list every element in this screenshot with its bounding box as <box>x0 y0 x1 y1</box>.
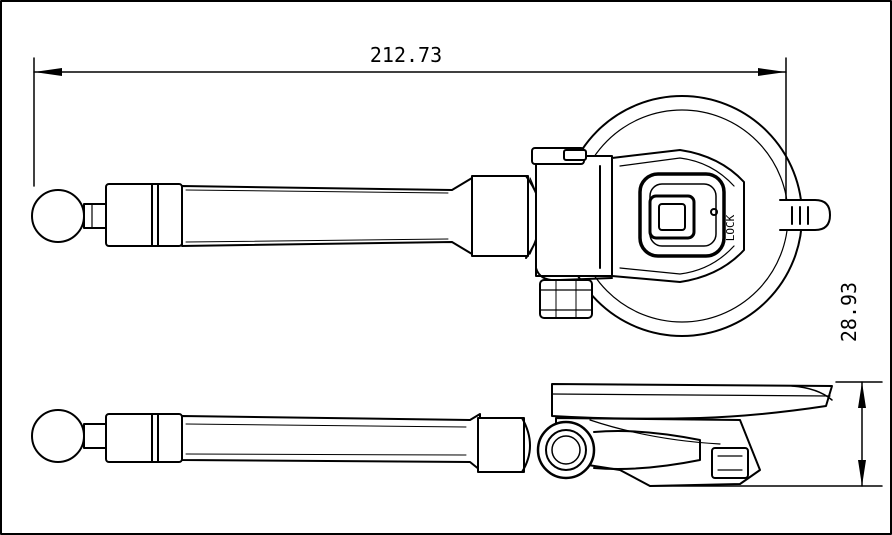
side-extension-arm <box>181 413 481 471</box>
lock-button[interactable] <box>648 194 696 240</box>
cup-lip <box>791 385 833 401</box>
side-collar <box>105 413 183 463</box>
side-ball-joint <box>31 409 85 463</box>
side-view <box>31 383 833 487</box>
height-dimension: 28.93 <box>649 282 883 487</box>
release-tab <box>779 199 831 231</box>
height-dimension-value: 28.93 <box>837 282 861 342</box>
lock-label: LOCK <box>724 214 737 241</box>
top-view: LOCK <box>31 95 831 337</box>
adjust-knob[interactable] <box>539 279 593 319</box>
arrowhead-down <box>858 460 866 486</box>
ball-joint <box>31 189 85 243</box>
cup-profile <box>551 383 833 420</box>
arm-end-block <box>471 175 529 257</box>
side-arm-end-block <box>477 417 525 473</box>
base-latch <box>711 447 749 479</box>
side-knuckle <box>521 417 531 473</box>
arrowhead-right <box>758 68 786 76</box>
arrowhead-left <box>34 68 62 76</box>
arm-collar <box>105 183 183 247</box>
ball-neck <box>83 203 107 229</box>
width-dimension-value: 212.73 <box>370 43 442 67</box>
width-dimension: 212.73 <box>33 43 787 217</box>
lock-indicator-dot <box>710 208 718 216</box>
extension-arm <box>181 177 473 255</box>
side-housing <box>593 430 701 470</box>
arrowhead-up <box>858 382 866 408</box>
